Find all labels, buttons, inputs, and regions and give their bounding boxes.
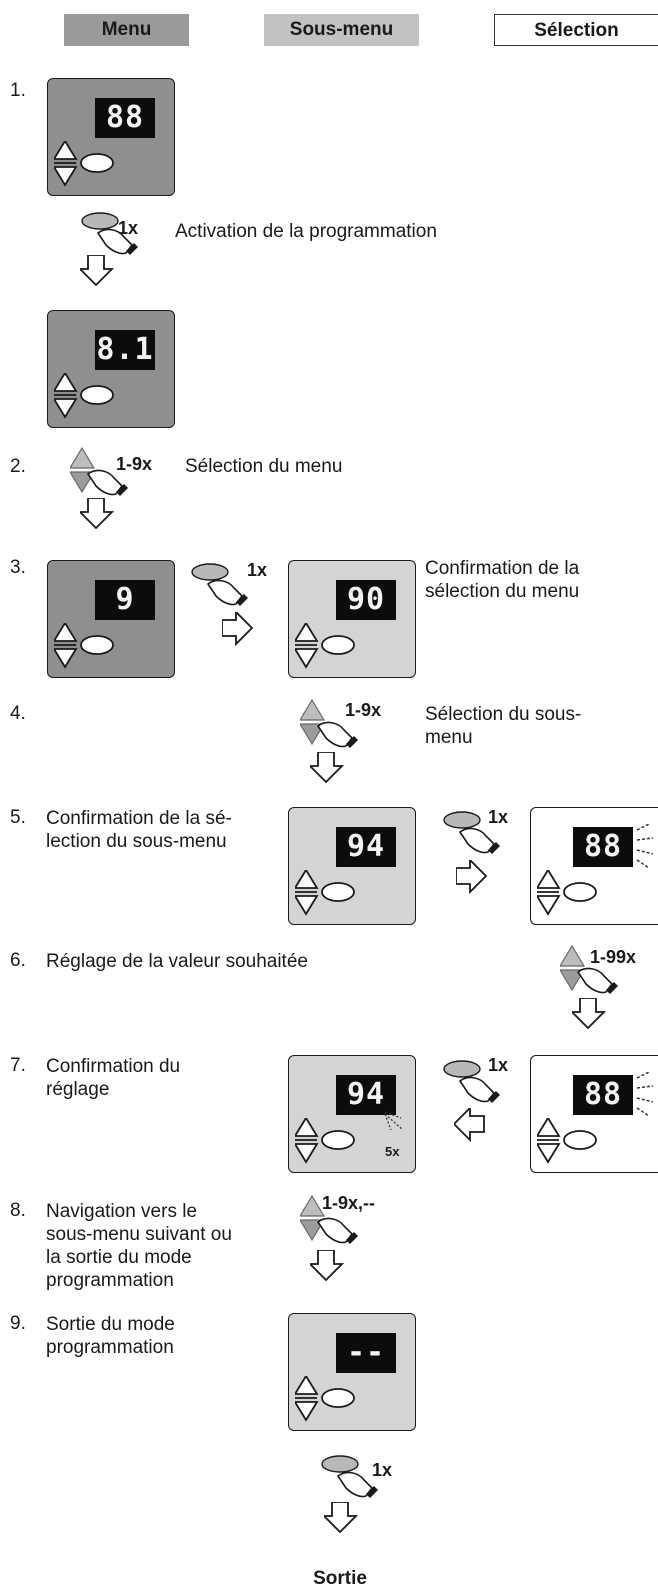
updown-ok-buttons-icon bbox=[295, 870, 355, 915]
step-6-number: 6. bbox=[10, 950, 26, 971]
step-1-action-text: Activation de la programmation bbox=[175, 221, 437, 242]
updown-press-hand-icon bbox=[560, 944, 619, 995]
press-count-label: 1x bbox=[488, 807, 509, 827]
step-6-text: Réglage de la valeur souhaitée bbox=[46, 951, 308, 972]
updown-ok-buttons-icon bbox=[537, 870, 597, 915]
arrow-down-icon bbox=[572, 998, 605, 1029]
press-count-label: 1x bbox=[488, 1055, 509, 1075]
arrow-right-icon bbox=[222, 612, 253, 645]
display-readout: 9 bbox=[95, 580, 155, 620]
updown-press-hand-icon bbox=[300, 1194, 359, 1245]
updown-ok-buttons-icon bbox=[295, 1118, 355, 1163]
display-readout: 8.1 bbox=[95, 330, 155, 370]
arrow-down-icon bbox=[310, 752, 343, 783]
press-count-label: 1-9x bbox=[345, 700, 382, 720]
updown-press-hand-icon bbox=[70, 446, 129, 497]
display-readout: -- bbox=[336, 1333, 396, 1373]
step-8-text: Navigation vers le sous-menu suivant ou … bbox=[46, 1201, 232, 1291]
press-count-label: 1x bbox=[118, 218, 139, 238]
updown-ok-buttons-icon bbox=[295, 623, 355, 668]
blink-rays-icon bbox=[636, 1072, 654, 1117]
sous-menu-column-header: Sous-menu bbox=[264, 14, 419, 46]
step-1-number: 1. bbox=[10, 80, 26, 101]
control-panel-selection: 88 bbox=[530, 1055, 658, 1173]
control-panel-selection: 88 bbox=[530, 807, 658, 925]
step-9-text: Sortie du mode programmation bbox=[46, 1314, 175, 1358]
blink-count-label: 5x bbox=[385, 1144, 400, 1159]
updown-ok-buttons-icon bbox=[295, 1376, 355, 1421]
step-2-number: 2. bbox=[10, 456, 26, 477]
press-button-hand-icon bbox=[81, 212, 139, 256]
step-2-text: Sélection du menu bbox=[185, 456, 343, 477]
press-count-label: 1-9x bbox=[116, 454, 153, 474]
display-readout: 90 bbox=[336, 580, 396, 620]
display-readout: 94 bbox=[336, 1075, 396, 1115]
menu-column-header: Menu bbox=[64, 14, 189, 46]
arrow-down-icon bbox=[80, 255, 113, 286]
updown-ok-buttons-icon bbox=[54, 141, 114, 186]
press-button-hand-icon bbox=[443, 1060, 501, 1104]
step-7-number: 7. bbox=[10, 1055, 26, 1076]
blink-rays-icon bbox=[384, 1111, 404, 1131]
display-readout: 88 bbox=[573, 827, 633, 867]
arrow-down-icon bbox=[80, 498, 113, 529]
step-4-text: Sélection du sous- menu bbox=[425, 704, 582, 748]
updown-ok-buttons-icon bbox=[54, 373, 114, 418]
control-panel-sous-menu: 94 bbox=[288, 807, 416, 925]
display-readout: 94 bbox=[336, 827, 396, 867]
step-7-text: Confirmation du réglage bbox=[46, 1056, 181, 1100]
press-count-label: 1-99x bbox=[590, 947, 637, 967]
arrow-down-icon bbox=[310, 1250, 343, 1281]
press-count-label: 1x bbox=[372, 1460, 393, 1480]
arrow-right-icon bbox=[456, 860, 487, 893]
arrow-down-icon bbox=[324, 1502, 357, 1533]
step-5-number: 5. bbox=[10, 807, 26, 828]
step-3-text: Confirmation de la sélection du menu bbox=[425, 558, 580, 602]
step-5-text: Confirmation de la sé- lection du sous-m… bbox=[46, 808, 232, 852]
control-panel-menu: 88 bbox=[47, 78, 175, 196]
control-panel-sous-menu: 94 5x bbox=[288, 1055, 416, 1173]
control-panel-menu: 9 bbox=[47, 560, 175, 678]
exit-label: Sortie bbox=[313, 1568, 367, 1589]
control-panel-sous-menu: -- bbox=[288, 1313, 416, 1431]
press-button-hand-icon bbox=[191, 563, 249, 607]
press-button-hand-icon bbox=[321, 1455, 379, 1499]
step-9-number: 9. bbox=[10, 1313, 26, 1334]
step-4-number: 4. bbox=[10, 703, 26, 724]
selection-column-header: Sélection bbox=[494, 14, 658, 46]
press-count-label: 1x bbox=[247, 560, 268, 580]
blink-rays-icon bbox=[636, 824, 654, 869]
updown-ok-buttons-icon bbox=[54, 623, 114, 668]
updown-press-hand-icon bbox=[300, 698, 359, 749]
display-readout: 88 bbox=[573, 1075, 633, 1115]
step-8-number: 8. bbox=[10, 1200, 26, 1221]
press-button-hand-icon bbox=[443, 811, 501, 855]
step-3-number: 3. bbox=[10, 557, 26, 578]
press-count-label: 1-9x,-- bbox=[322, 1193, 376, 1213]
control-panel-sous-menu: 90 bbox=[288, 560, 416, 678]
control-panel-menu: 8.1 bbox=[47, 310, 175, 428]
display-readout: 88 bbox=[95, 98, 155, 138]
arrow-left-icon bbox=[454, 1108, 485, 1141]
updown-ok-buttons-icon bbox=[537, 1118, 597, 1163]
